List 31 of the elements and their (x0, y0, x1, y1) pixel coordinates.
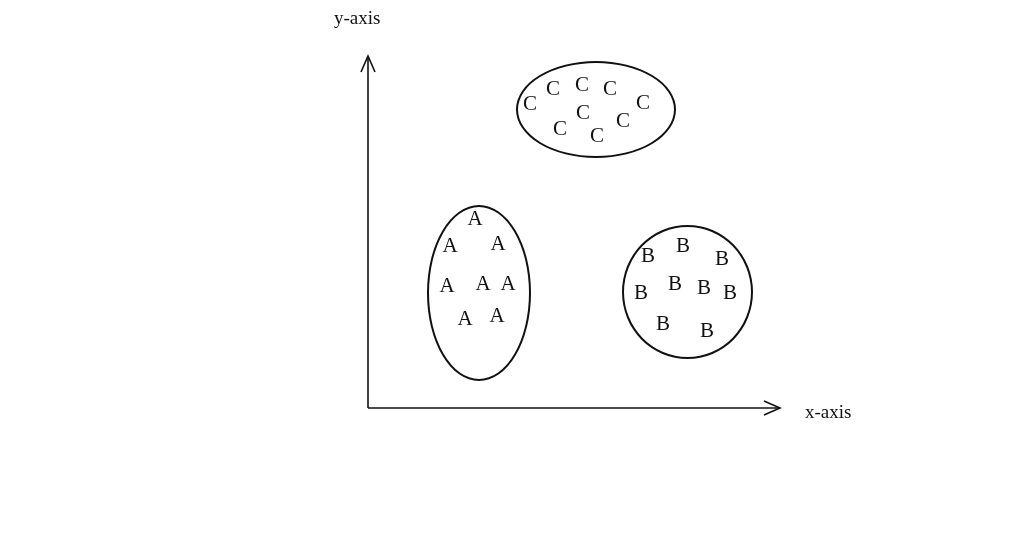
data-point-letter: A (489, 304, 505, 326)
data-point-letter: A (439, 274, 455, 296)
data-point-letter: B (715, 247, 729, 269)
cluster-ellipse (427, 205, 531, 381)
data-point-letter: B (656, 312, 670, 334)
data-point-letter: B (697, 276, 711, 298)
data-point-letter: A (442, 234, 458, 256)
data-point-letter: C (523, 92, 537, 114)
axis-label: y-axis (334, 8, 381, 27)
data-point-letter: B (676, 234, 690, 256)
data-point-letter: C (576, 101, 590, 123)
data-point-letter: C (553, 117, 567, 139)
data-point-letter: A (490, 232, 506, 254)
cluster-ellipse (516, 61, 676, 158)
data-point-letter: B (634, 281, 648, 303)
data-point-letter: B (723, 281, 737, 303)
data-point-letter: C (546, 77, 560, 99)
data-point-letter: C (590, 124, 604, 146)
data-point-letter: C (616, 109, 630, 131)
data-point-letter: C (636, 91, 650, 113)
data-point-letter: B (668, 272, 682, 294)
data-point-letter: A (500, 272, 516, 294)
data-point-letter: C (575, 73, 589, 95)
data-point-letter: A (457, 307, 473, 329)
axis-label: x-axis (805, 402, 852, 421)
data-point-letter: B (641, 244, 655, 266)
data-point-letter: A (475, 272, 491, 294)
data-point-letter: A (467, 207, 483, 229)
data-point-letter: B (700, 319, 714, 341)
data-point-letter: C (603, 77, 617, 99)
cluster-ellipse (622, 225, 753, 359)
